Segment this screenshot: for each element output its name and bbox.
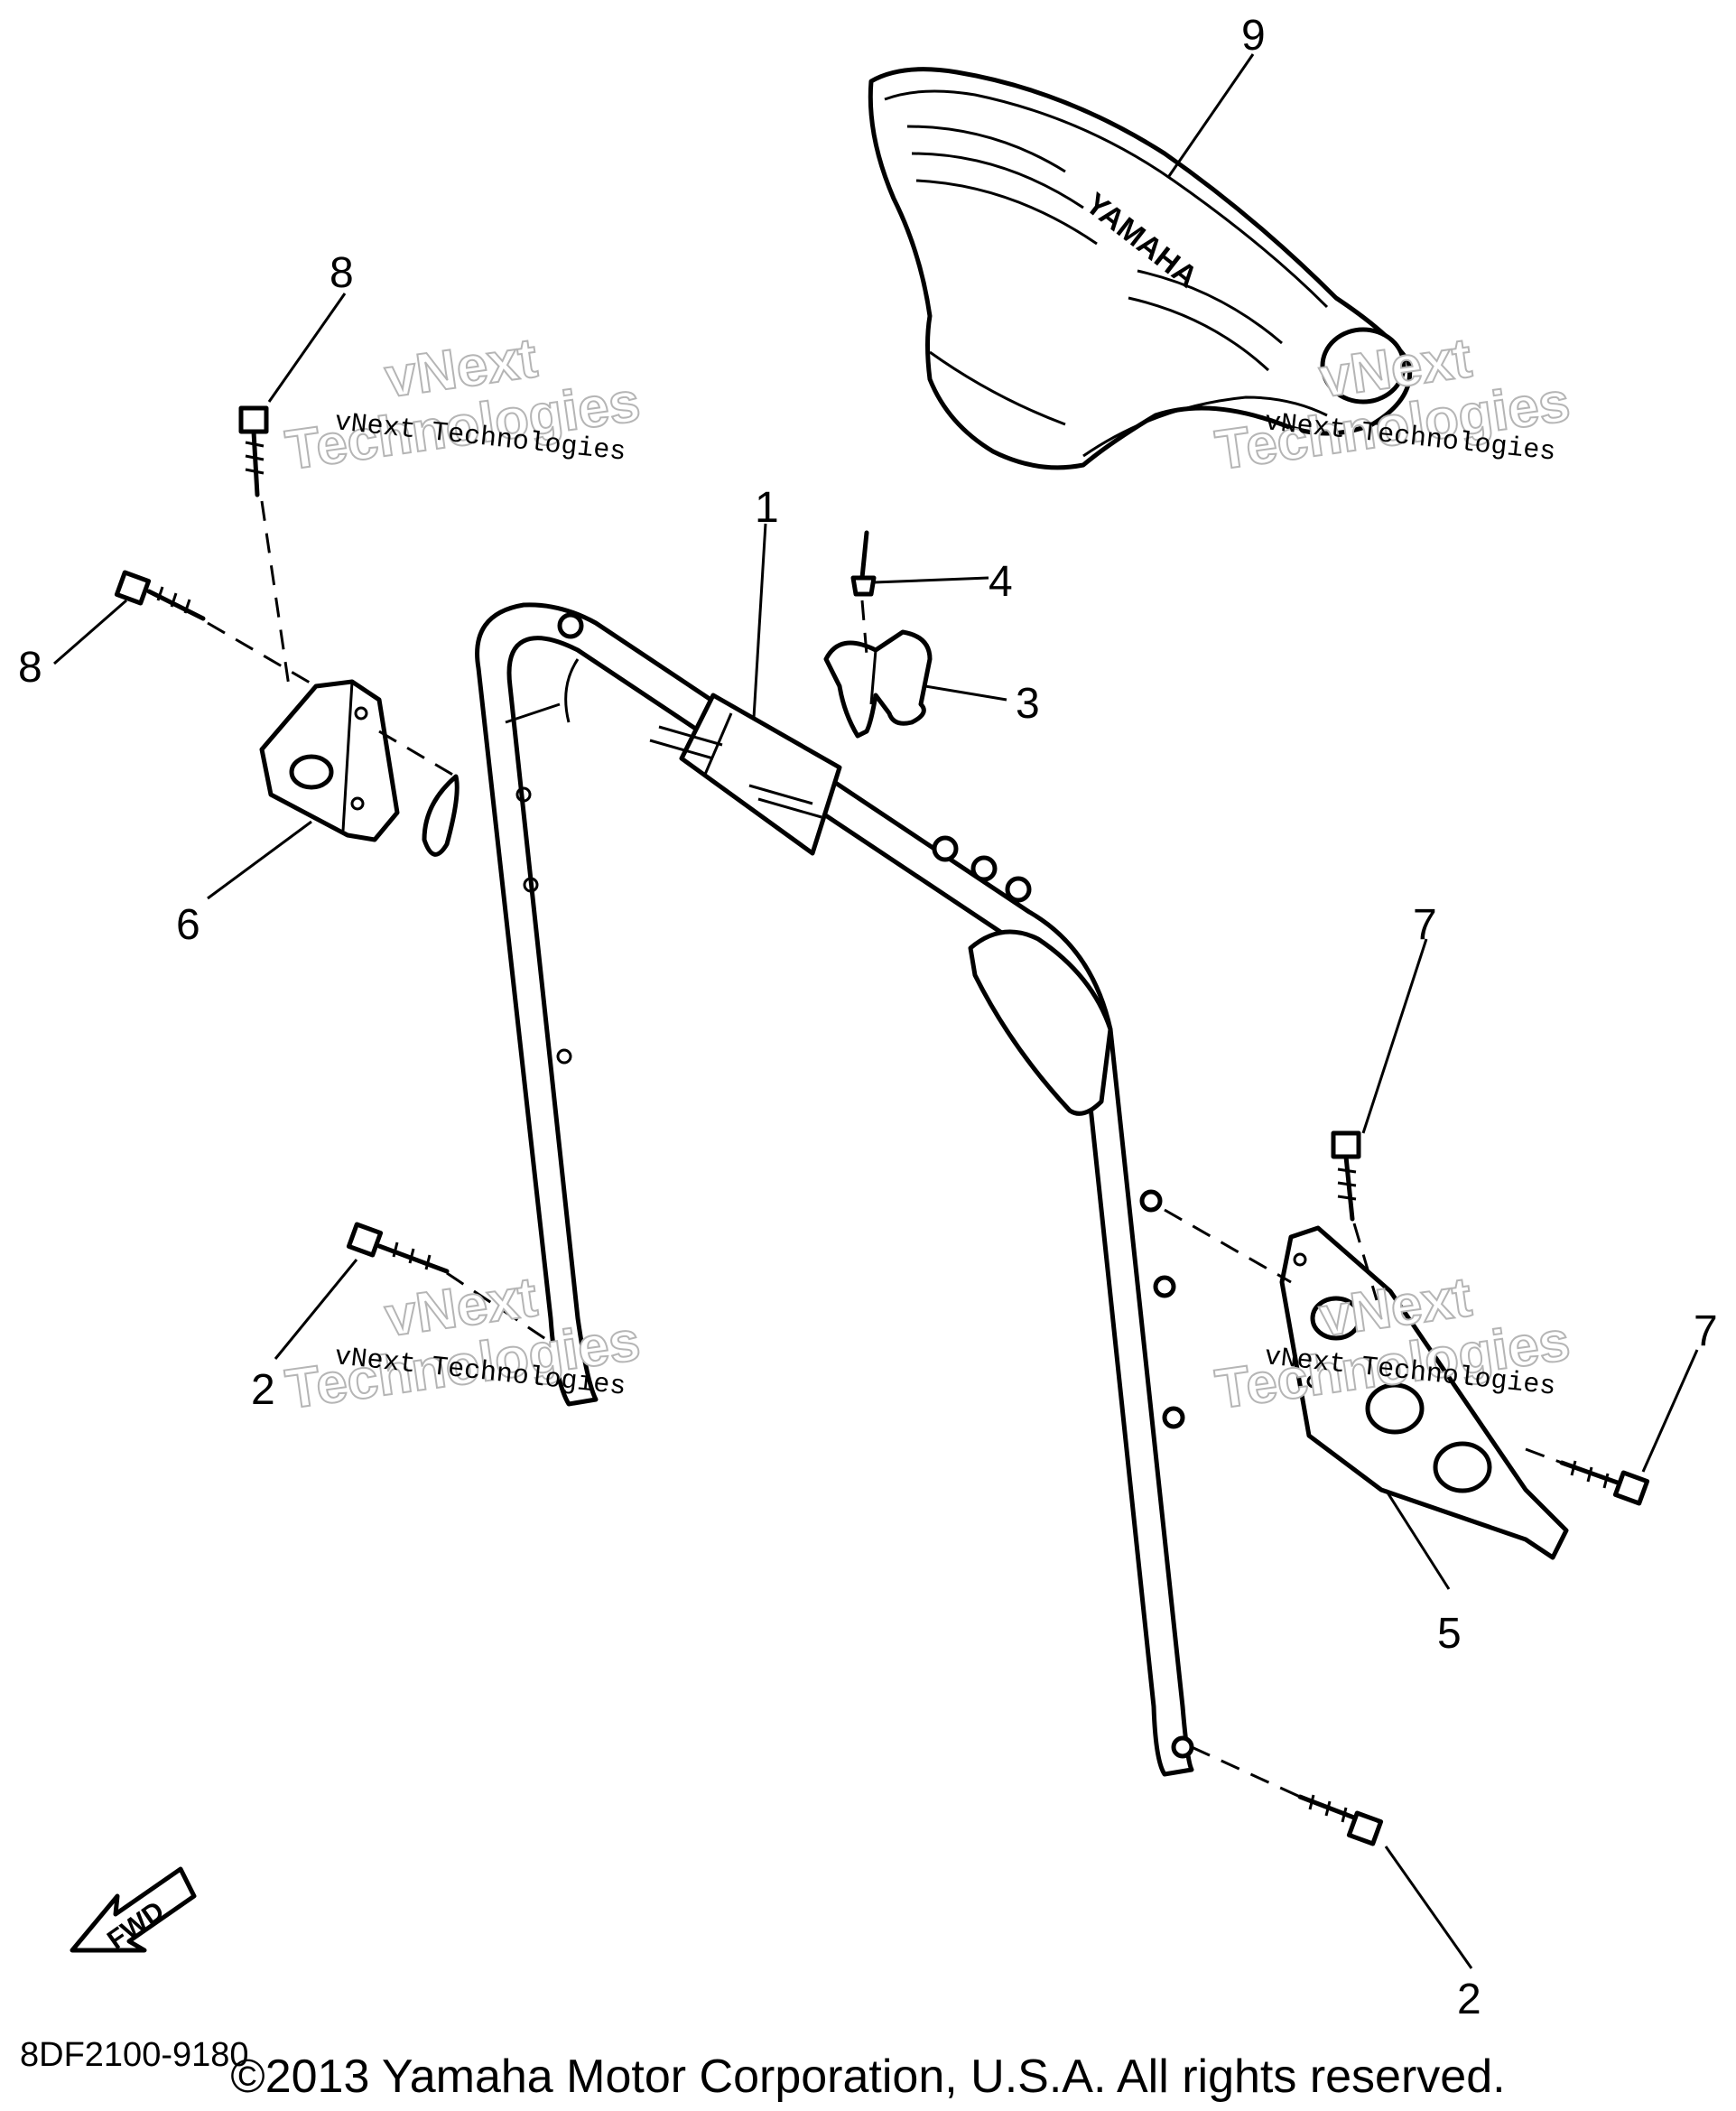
frame-part-1 (475, 602, 1194, 1777)
callout-5: 5 (1437, 1610, 1462, 1658)
callout-3: 3 (1016, 680, 1040, 728)
copyright-notice: ©2013 Yamaha Motor Corporation, U.S.A. A… (230, 2051, 1506, 2103)
d-ring (422, 774, 460, 857)
callout-9: 9 (1241, 12, 1266, 60)
callout-2-right: 2 (1457, 1976, 1481, 2023)
callout-4: 4 (989, 558, 1013, 606)
seat-part-9: YAMAHA (868, 67, 1413, 470)
callout-7-top: 7 (1413, 901, 1437, 949)
bracket-part-6 (259, 679, 400, 842)
callout-8-side: 8 (18, 644, 42, 692)
bolt-part-2-right (1297, 1794, 1384, 1846)
bolt-part-8-side (114, 570, 206, 621)
bolt-part-7-top (1331, 1130, 1361, 1222)
bolt-part-7-side (1559, 1460, 1650, 1506)
callout-2-left: 2 (251, 1366, 275, 1414)
callout-1: 1 (755, 484, 779, 532)
callout-8-top: 8 (330, 249, 354, 297)
drawing-code: 8DF2100-9180 (20, 2036, 249, 2074)
rivet-part-4 (850, 530, 877, 597)
bolt-part-8-top (238, 405, 269, 498)
callout-6: 6 (176, 901, 200, 949)
watermark-top-left: vNext Technologies vNext Technologies (281, 326, 645, 483)
callout-7-side: 7 (1694, 1307, 1718, 1355)
watermark-bottom-left: vNext Technologies vNext Technologies (281, 1265, 645, 1422)
fwd-arrow-icon: FWD (70, 1866, 197, 1956)
clip-part-3 (823, 629, 933, 739)
bracket-part-5 (1279, 1225, 1569, 1560)
bolt-part-2-left (346, 1222, 450, 1274)
